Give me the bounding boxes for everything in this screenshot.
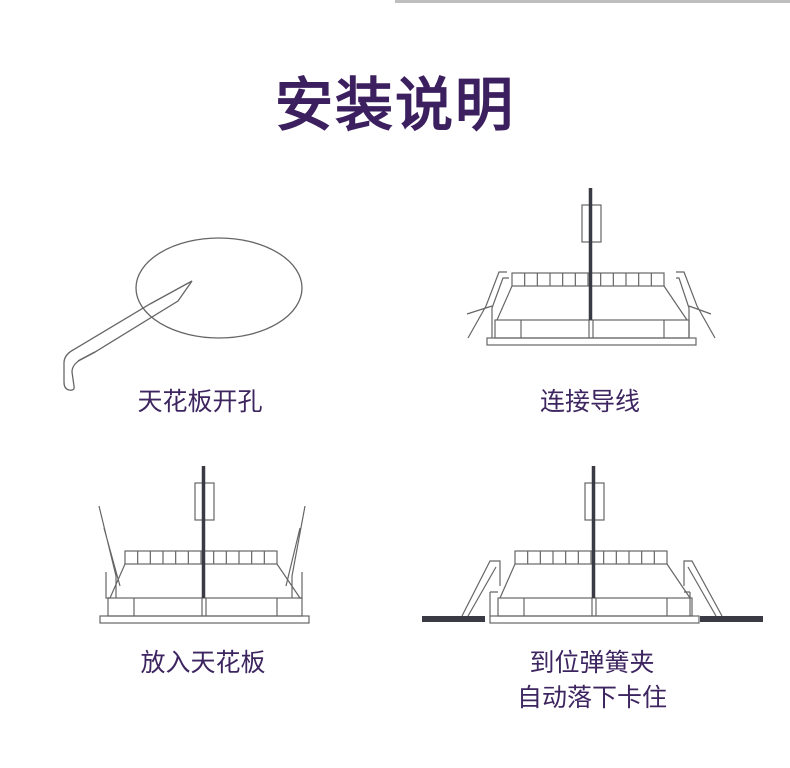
step4-label-line2: 自动落下卡住	[516, 683, 667, 712]
step4-label-line1: 到位弹簧夹	[529, 648, 655, 677]
step2-label: 连接导线	[539, 387, 640, 416]
step4-spring-clips-diagram	[422, 466, 763, 624]
top-divider	[395, 0, 790, 3]
lamp-base	[497, 597, 693, 617]
page-title: 安装说明	[274, 71, 515, 139]
ceiling-board-left	[422, 616, 485, 622]
step1-cutting-hole-diagram	[63, 237, 303, 391]
spring-clip-right	[285, 505, 306, 599]
spring-clip-left	[466, 271, 509, 339]
step4-label: 到位弹簧夹 自动落下卡住	[442, 645, 742, 715]
lamp-base	[107, 597, 303, 617]
spring-clip-right	[683, 560, 723, 617]
spring-clip-right	[676, 271, 716, 339]
step1-label: 天花板开孔	[137, 387, 263, 416]
ceiling-board-right	[700, 616, 763, 622]
lamp-body-sides	[109, 563, 301, 599]
step3-insert-ceiling-diagram	[98, 466, 310, 624]
spring-clip-left	[461, 560, 501, 617]
step3-label: 放入天花板	[140, 648, 266, 677]
ceiling-hole-outline	[135, 237, 303, 339]
lamp-body-sides	[496, 285, 688, 321]
step2-connect-wires-diagram	[466, 188, 716, 346]
lamp-face-plate	[99, 615, 310, 624]
knife-icon	[63, 280, 193, 391]
lamp-face-plate	[486, 337, 697, 346]
lamp-base	[494, 319, 690, 339]
lamp-face-plate	[489, 615, 700, 624]
spring-clip-left	[98, 505, 121, 599]
